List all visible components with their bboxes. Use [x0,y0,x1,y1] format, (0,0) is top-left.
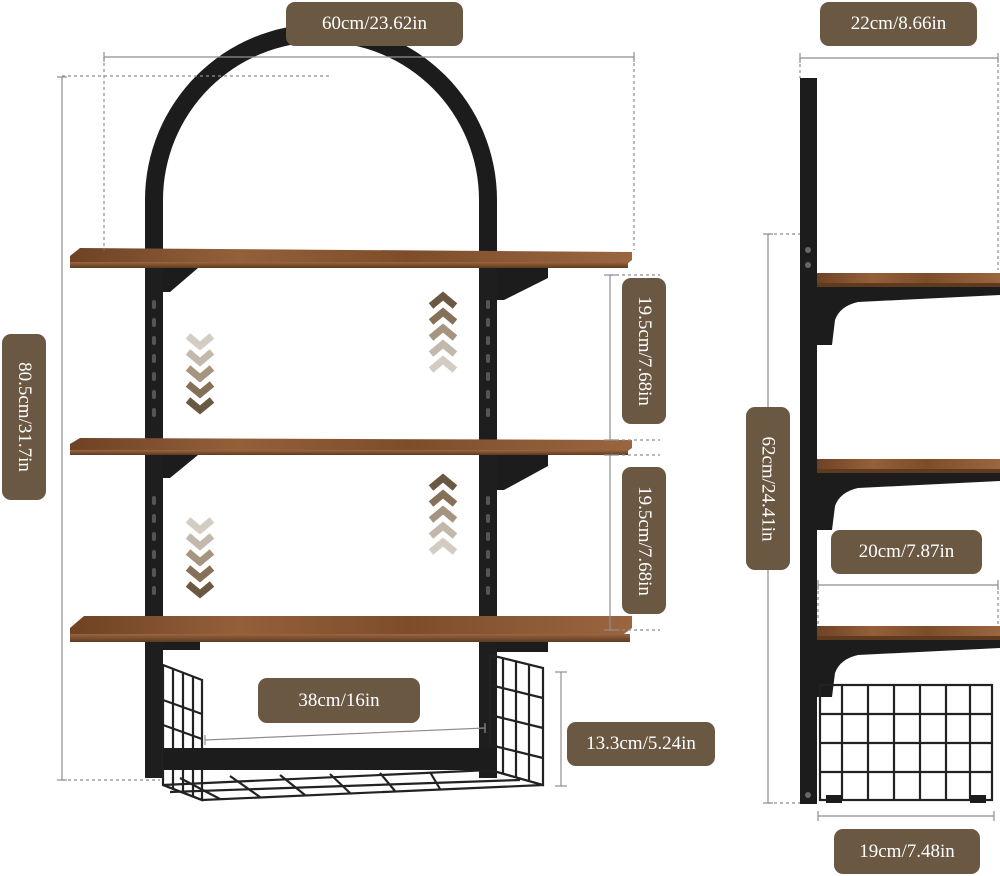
chevron-down-icon [185,333,215,415]
side-basket-foot-right [970,795,986,803]
front-shelf-top [70,248,632,268]
chevron-up-icon [428,291,458,373]
side-upright-slots [805,247,811,798]
front-height-label: 80.5cm/31.7in [2,334,46,500]
side-shelf-middle [817,459,1000,530]
basket-height-label: 13.3cm/5.24in [567,722,715,766]
chevron-up-icon [428,473,458,555]
shelf-gap-upper-label: 19.5cm/7.68in [622,278,666,424]
chevron-down-icon [185,517,215,599]
side-wire-basket [818,683,994,802]
side-upright [800,78,817,804]
side-basket-foot-left [826,795,842,803]
basket-base-bar [163,748,497,770]
front-dimension-lines [57,52,660,787]
front-wire-basket [161,653,545,802]
side-shelf-top [817,273,1000,345]
arch-frame [145,24,497,250]
front-width-label: 60cm/23.62in [286,2,463,46]
side-height-label: 62cm/24.41in [746,407,790,570]
front-brackets [163,268,548,652]
side-shelf-bottom [817,626,1000,697]
basket-width-label: 38cm/16in [258,678,420,723]
upright-slots [152,300,490,595]
front-shelf-middle [70,438,632,455]
front-shelf-bottom [70,616,632,642]
shelf-gap-lower-label: 19.5cm/7.68in [622,467,666,614]
side-depth-label: 22cm/8.66in [820,2,977,46]
side-dimension-lines [763,53,999,821]
basket-depth-label: 19cm/7.48in [834,829,980,874]
shelf-depth-label: 20cm/7.87in [831,530,982,574]
